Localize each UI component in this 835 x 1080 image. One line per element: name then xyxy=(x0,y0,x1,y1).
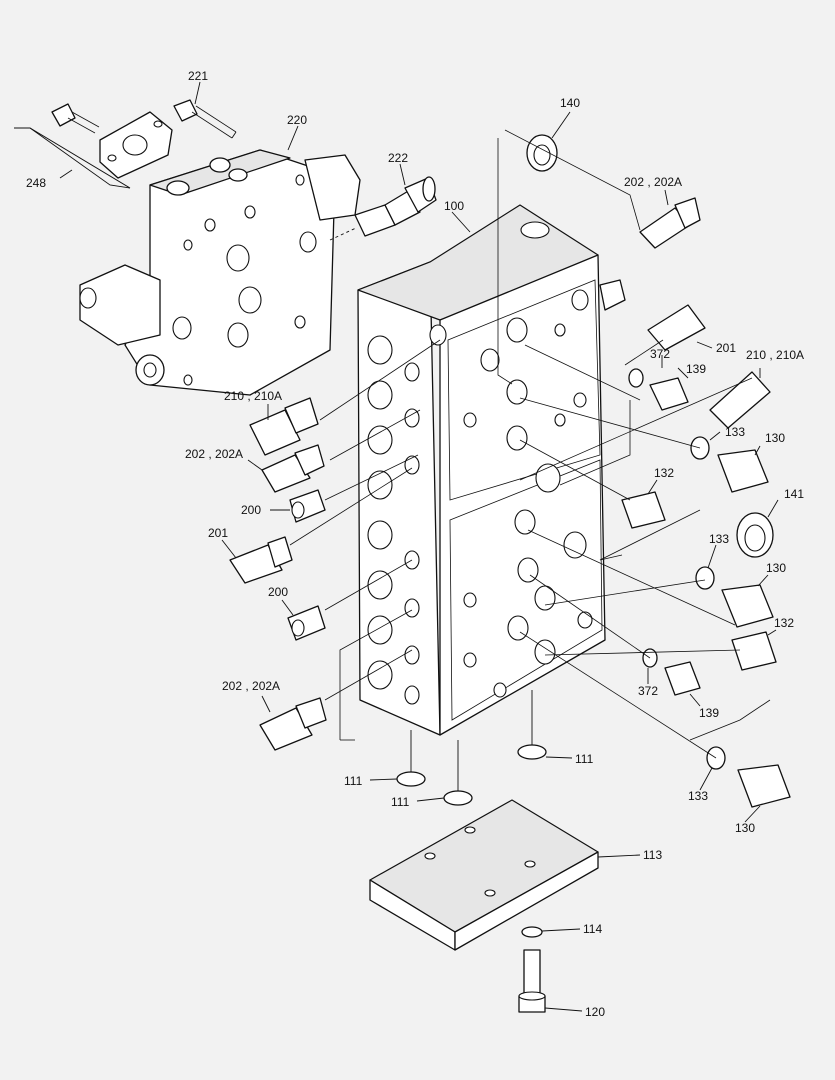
oring-111-c xyxy=(517,744,547,760)
label-132-a: 132 xyxy=(654,466,674,480)
label-200-b: 200 xyxy=(268,585,288,599)
label-133-b: 133 xyxy=(709,532,729,546)
label-132-b: 132 xyxy=(774,616,794,630)
label-100: 100 xyxy=(444,199,464,213)
bolt-120 xyxy=(518,949,546,1013)
left-cartridges xyxy=(229,397,327,751)
label-202-top: 202 , 202A xyxy=(624,175,682,189)
label-111-a: 111 xyxy=(344,774,363,788)
label-120: 120 xyxy=(585,1005,605,1019)
label-113: 113 xyxy=(643,848,662,862)
bottom-plate xyxy=(369,799,599,951)
leader-lines xyxy=(59,81,779,1012)
label-210-right: 210 , 210A xyxy=(746,348,804,362)
label-114: 114 xyxy=(583,922,602,936)
label-111-c: 111 xyxy=(575,752,594,766)
label-130-a: 130 xyxy=(765,431,785,445)
label-133-c: 133 xyxy=(688,789,708,803)
label-130-c: 130 xyxy=(735,821,755,835)
label-220: 220 xyxy=(287,113,307,127)
body-left-ports xyxy=(367,335,420,705)
label-210-left: 210 , 210A xyxy=(224,389,282,403)
label-222: 222 xyxy=(388,151,408,165)
label-201-right: 201 xyxy=(716,341,736,355)
label-202-left: 202 , 202A xyxy=(185,447,243,461)
label-133-a: 133 xyxy=(725,425,745,439)
washer-114 xyxy=(521,926,543,938)
oring-111-a xyxy=(396,771,426,787)
inlet-cover-assembly xyxy=(79,149,361,396)
cartridge-222 xyxy=(329,176,437,241)
main-valve-body xyxy=(357,204,626,736)
label-111-b: 111 xyxy=(391,795,410,809)
label-200-a: 200 xyxy=(241,503,261,517)
label-248: 248 xyxy=(26,176,46,190)
oring-111-b xyxy=(443,790,473,806)
label-202-left-bot: 202 , 202A xyxy=(222,679,280,693)
label-140: 140 xyxy=(560,96,580,110)
label-141: 141 xyxy=(784,487,804,501)
label-372-top: 372 xyxy=(650,347,670,361)
label-139-bot: 139 xyxy=(699,706,719,720)
label-130-b: 130 xyxy=(766,561,786,575)
body-right-ports xyxy=(463,289,593,698)
flange-and-bolts xyxy=(14,99,237,189)
label-139-top: 139 xyxy=(686,362,706,376)
label-221: 221 xyxy=(188,69,208,83)
part-labels: 221 220 248 140 222 100 202 , 202A 201 3… xyxy=(26,69,804,1019)
label-201-left: 201 xyxy=(208,526,228,540)
label-372-bot: 372 xyxy=(638,684,658,698)
